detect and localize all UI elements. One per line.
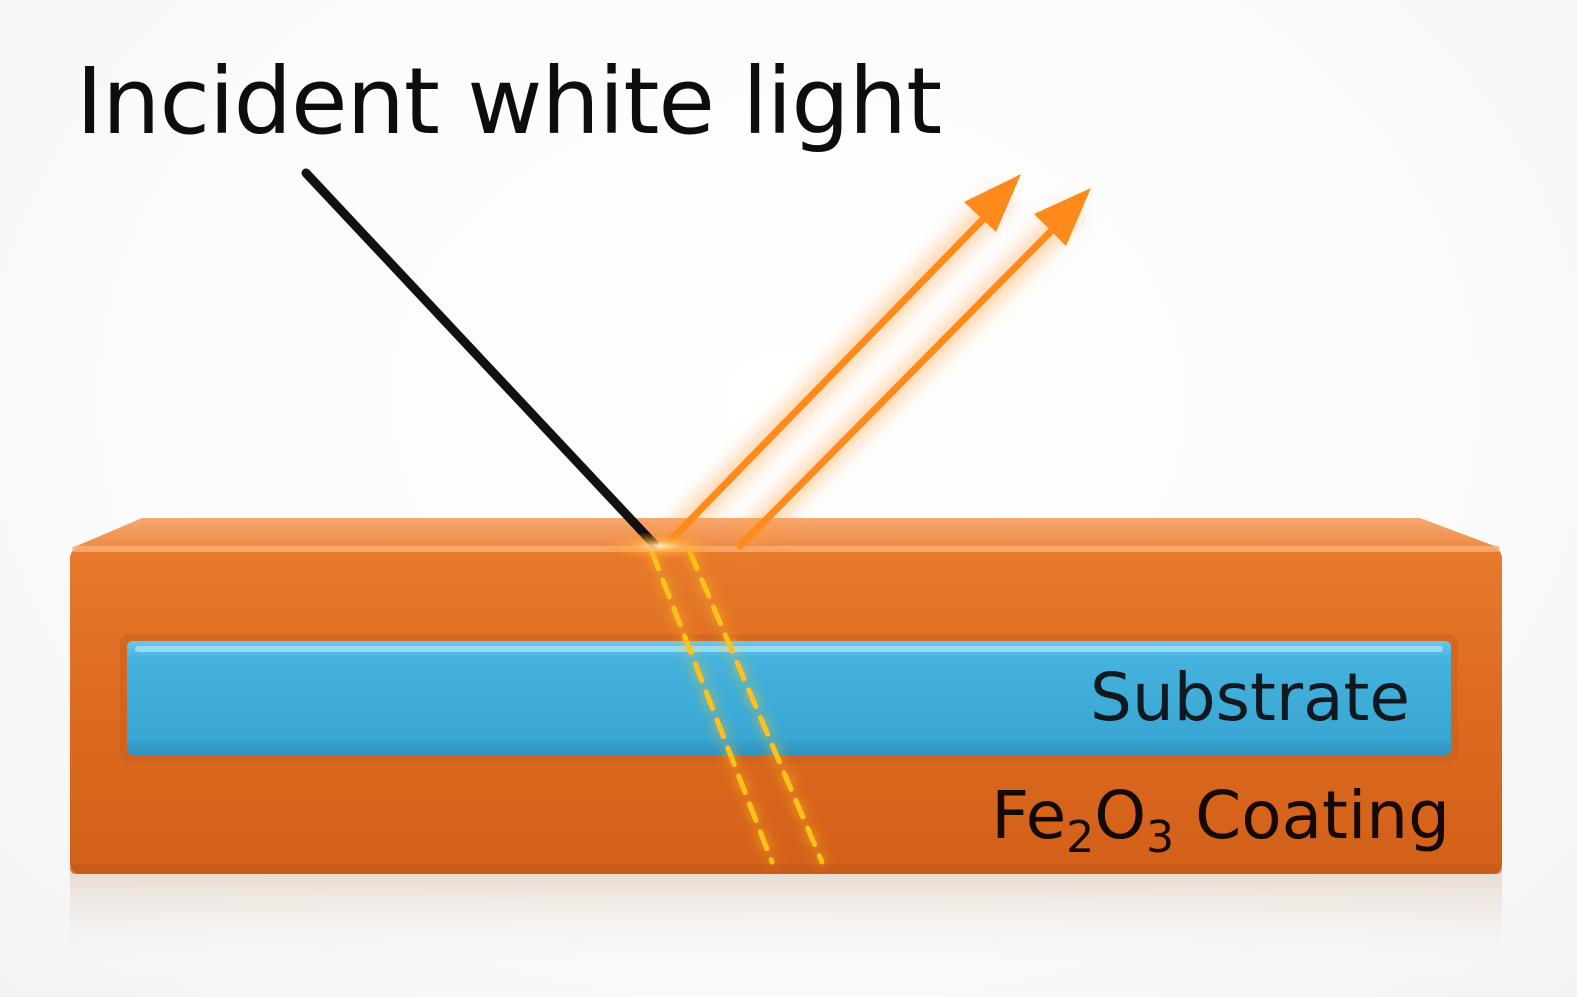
coating-bottom-edge	[70, 864, 1502, 874]
substrate-label: Substrate	[1090, 659, 1410, 736]
coating-edge-highlight	[72, 546, 1500, 552]
coating-formula-sub-3: 3	[1146, 812, 1174, 863]
reflected-ray-1	[661, 208, 994, 550]
coating-word: Coating	[1174, 777, 1450, 854]
reflected-ray-1-arrowhead	[964, 174, 1021, 232]
substrate-layer	[127, 641, 1451, 755]
reflected-rays	[658, 174, 1091, 553]
incident-light-label: Incident white light	[76, 48, 941, 155]
reflected-ray-2-arrowhead	[1034, 188, 1091, 246]
block-floor-shadow	[70, 872, 1502, 982]
incident-ray	[301, 168, 659, 549]
coating-top-face	[72, 518, 1500, 548]
coating-formula-fe: Fe	[991, 777, 1066, 854]
reflected-ray-2	[736, 218, 1064, 550]
coating-formula-o: O	[1094, 777, 1146, 854]
internal-ray-2	[687, 549, 825, 865]
coating-formula-sub-2: 2	[1066, 812, 1094, 863]
internal-ray-1	[649, 549, 775, 865]
substrate-highlight	[135, 646, 1443, 652]
internal-rays	[649, 549, 825, 865]
impact-glow	[600, 532, 720, 560]
coating-label: Fe2O3 Coating	[991, 777, 1450, 863]
